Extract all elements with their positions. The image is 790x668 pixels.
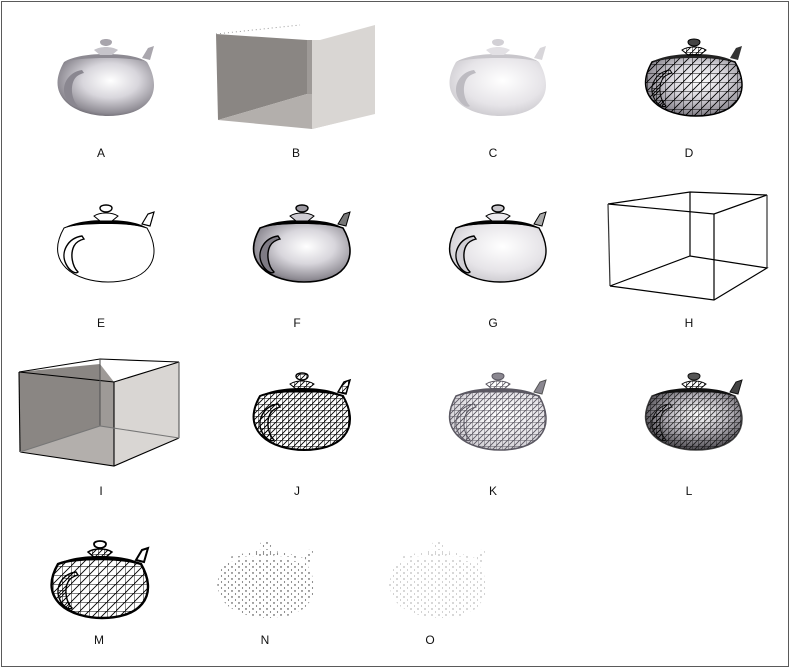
panel-h xyxy=(604,186,769,301)
panel-label-b: B xyxy=(291,146,300,160)
panel-k xyxy=(442,362,552,452)
panel-label-c: C xyxy=(488,146,498,160)
panel-label-d: D xyxy=(684,146,694,160)
panel-label-h: H xyxy=(684,316,694,330)
panel-label-l: L xyxy=(685,484,693,498)
panel-label-m: M xyxy=(94,633,104,647)
teapot-wireframe-icon xyxy=(252,372,352,451)
teapot-shaded-outline-icon xyxy=(252,204,351,283)
panel-a xyxy=(50,28,160,118)
panel-n xyxy=(210,530,320,620)
box-solid-edges-icon xyxy=(18,358,180,467)
teapot-hidden-line-wireframe-icon xyxy=(50,540,150,620)
panel-label-k: K xyxy=(488,484,497,498)
panel-label-e: E xyxy=(96,316,105,330)
panel-label-j: J xyxy=(294,484,300,498)
teapot-point-cloud-icon xyxy=(217,541,315,618)
panel-label-a: A xyxy=(96,146,105,160)
teapot-light-point-cloud-icon xyxy=(389,541,487,618)
box-wireframe-icon xyxy=(607,191,769,301)
panel-j xyxy=(246,362,356,452)
panel-label-f: F xyxy=(293,316,301,330)
teapot-light-shaded-icon xyxy=(449,39,547,116)
teapot-light-shaded-outline-icon xyxy=(448,204,547,283)
panel-g xyxy=(442,194,552,284)
panel-l xyxy=(638,362,748,452)
panel-f xyxy=(246,194,356,284)
panel-label-i: I xyxy=(99,484,103,498)
teapot-dark-shaded-wireframe-icon xyxy=(644,372,743,451)
teapot-smooth-shaded-icon xyxy=(57,39,155,116)
panel-i xyxy=(16,356,184,471)
panel-label-g: G xyxy=(488,316,498,330)
box-solid-shaded-icon xyxy=(215,24,375,129)
teapot-shaded-wireframe-gray-icon xyxy=(448,372,547,451)
teapot-outline-icon xyxy=(57,204,155,283)
panel-o xyxy=(382,530,492,620)
panel-b xyxy=(212,22,377,132)
panel-label-o: O xyxy=(425,633,435,647)
teapot-shaded-wireframe-icon xyxy=(644,38,743,117)
panel-c xyxy=(442,28,552,118)
panel-label-n: N xyxy=(260,633,270,647)
panel-d xyxy=(638,28,748,118)
panel-m xyxy=(44,530,154,620)
panel-e xyxy=(50,194,160,284)
